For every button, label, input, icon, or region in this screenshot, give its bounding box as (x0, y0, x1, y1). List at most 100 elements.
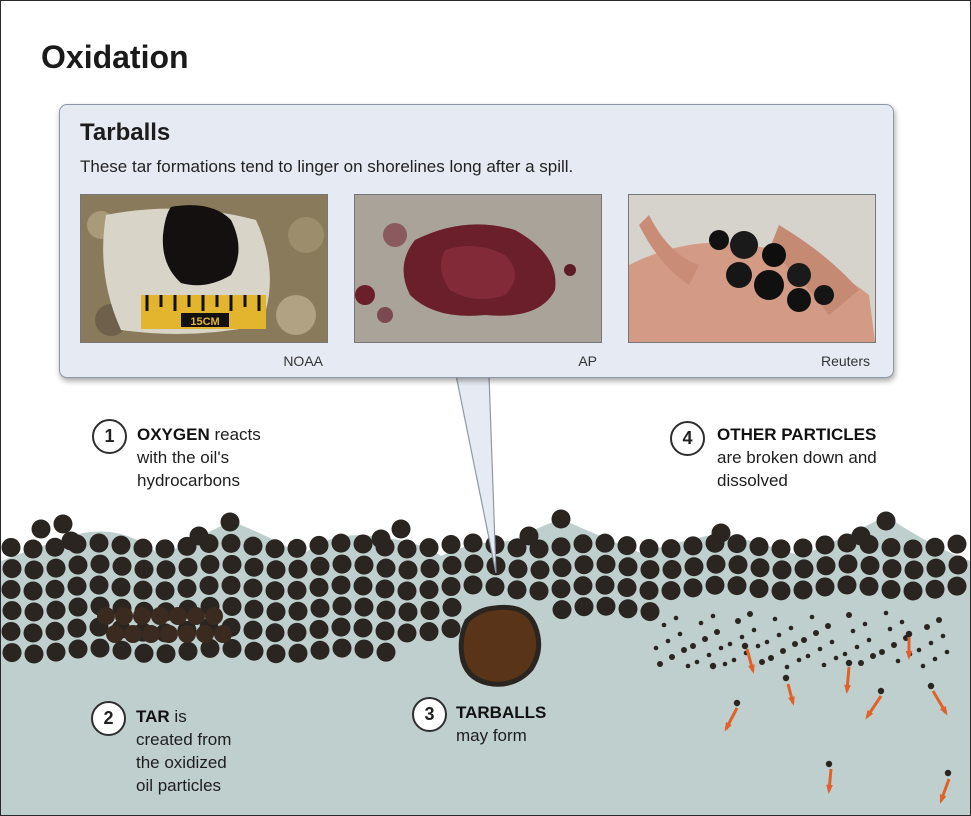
oil-particle (222, 534, 241, 553)
oil-particle (443, 598, 462, 617)
oil-particle (288, 623, 307, 642)
oil-particle (619, 599, 638, 618)
tar-particle (196, 625, 214, 643)
oil-particle (333, 597, 352, 616)
oil-particle (684, 578, 703, 597)
photo-credit-noaa: NOAA (203, 353, 323, 369)
step-3-number: 3 (412, 697, 447, 732)
small-particle (674, 616, 679, 621)
oil-particle (531, 560, 550, 579)
step-1-text: reacts (210, 425, 261, 444)
small-particle (830, 640, 835, 645)
step-1-bold: OXYGEN (137, 425, 210, 444)
oil-particle (772, 539, 791, 558)
step-2-line2: created from (136, 730, 231, 749)
oil-particle (640, 539, 659, 558)
small-particle (797, 658, 802, 663)
oil-particle (553, 558, 572, 577)
small-particle (851, 629, 856, 634)
oil-particle (244, 621, 263, 640)
oil-particle (640, 581, 659, 600)
tar-particle (187, 607, 205, 625)
small-particle (654, 646, 659, 651)
oil-particle (134, 539, 153, 558)
oil-particle (25, 602, 44, 621)
small-particle (681, 647, 687, 653)
oil-particle (684, 536, 703, 555)
oil-particle (392, 520, 411, 539)
oil-particle (882, 538, 901, 557)
step-2-bold: TAR (136, 707, 170, 726)
small-particle (768, 655, 774, 661)
oil-particle (773, 560, 792, 579)
small-particle (843, 652, 848, 657)
small-particle (735, 618, 741, 624)
small-particle (765, 640, 770, 645)
step-3-line2: may form (456, 726, 527, 745)
oil-particle (157, 644, 176, 663)
photo-credit-reuters: Reuters (750, 353, 870, 369)
step-1-line2: with the oil's (137, 448, 229, 467)
oil-particle (750, 579, 769, 598)
oil-particle (355, 556, 374, 575)
oil-particle (289, 644, 308, 663)
oil-particle (575, 597, 594, 616)
tarball (461, 607, 538, 684)
small-particle (928, 683, 934, 689)
oil-particle (420, 580, 439, 599)
small-particle (846, 612, 852, 618)
oil-particle (398, 623, 417, 642)
small-particle (711, 614, 716, 619)
small-particle (780, 648, 786, 654)
step-3-bold: TARBALLS (456, 703, 546, 722)
oil-particle (179, 642, 198, 661)
oil-particle (332, 576, 351, 595)
oil-particle (2, 622, 21, 641)
oil-particle (852, 527, 871, 546)
step-4-line2: are broken down and (717, 448, 877, 467)
oil-particle (288, 539, 307, 558)
oil-particle (310, 578, 329, 597)
oil-particle (223, 555, 242, 574)
small-particle (888, 627, 893, 632)
small-particle (801, 637, 807, 643)
step-1-line3: hydrocarbons (137, 471, 240, 490)
oil-particle (179, 558, 198, 577)
tar-particle (169, 607, 187, 625)
oil-particle (244, 537, 263, 556)
oil-particle (372, 530, 391, 549)
small-particle (773, 617, 778, 622)
oil-particle (399, 602, 418, 621)
tarball-photo-reuters (628, 194, 876, 343)
oil-particle (377, 559, 396, 578)
oil-particle (156, 539, 175, 558)
oil-particle (90, 576, 109, 595)
small-particle (686, 664, 691, 669)
oil-particle (949, 556, 968, 575)
tar-particle (133, 607, 151, 625)
oil-particle (619, 557, 638, 576)
small-particle (710, 663, 716, 669)
oil-particle (663, 560, 682, 579)
oil-particle (46, 622, 65, 641)
oil-particle (816, 577, 835, 596)
small-particle (742, 643, 748, 649)
page-title: Oxidation (41, 39, 189, 76)
oil-particle (3, 559, 22, 578)
oil-particle (135, 560, 154, 579)
oil-particle (728, 576, 747, 595)
oil-particle (399, 560, 418, 579)
small-particle (783, 675, 789, 681)
oil-particle (443, 556, 462, 575)
oil-particle (266, 539, 285, 558)
oil-particle (794, 539, 813, 558)
oil-particle (54, 515, 73, 534)
small-particle (921, 664, 926, 669)
oil-particle (32, 520, 51, 539)
oil-particle (486, 577, 505, 596)
oil-particle (420, 622, 439, 641)
oil-particle (685, 557, 704, 576)
small-particle (855, 645, 860, 650)
oil-particle (641, 560, 660, 579)
step-2-line4: oil particles (136, 776, 221, 795)
